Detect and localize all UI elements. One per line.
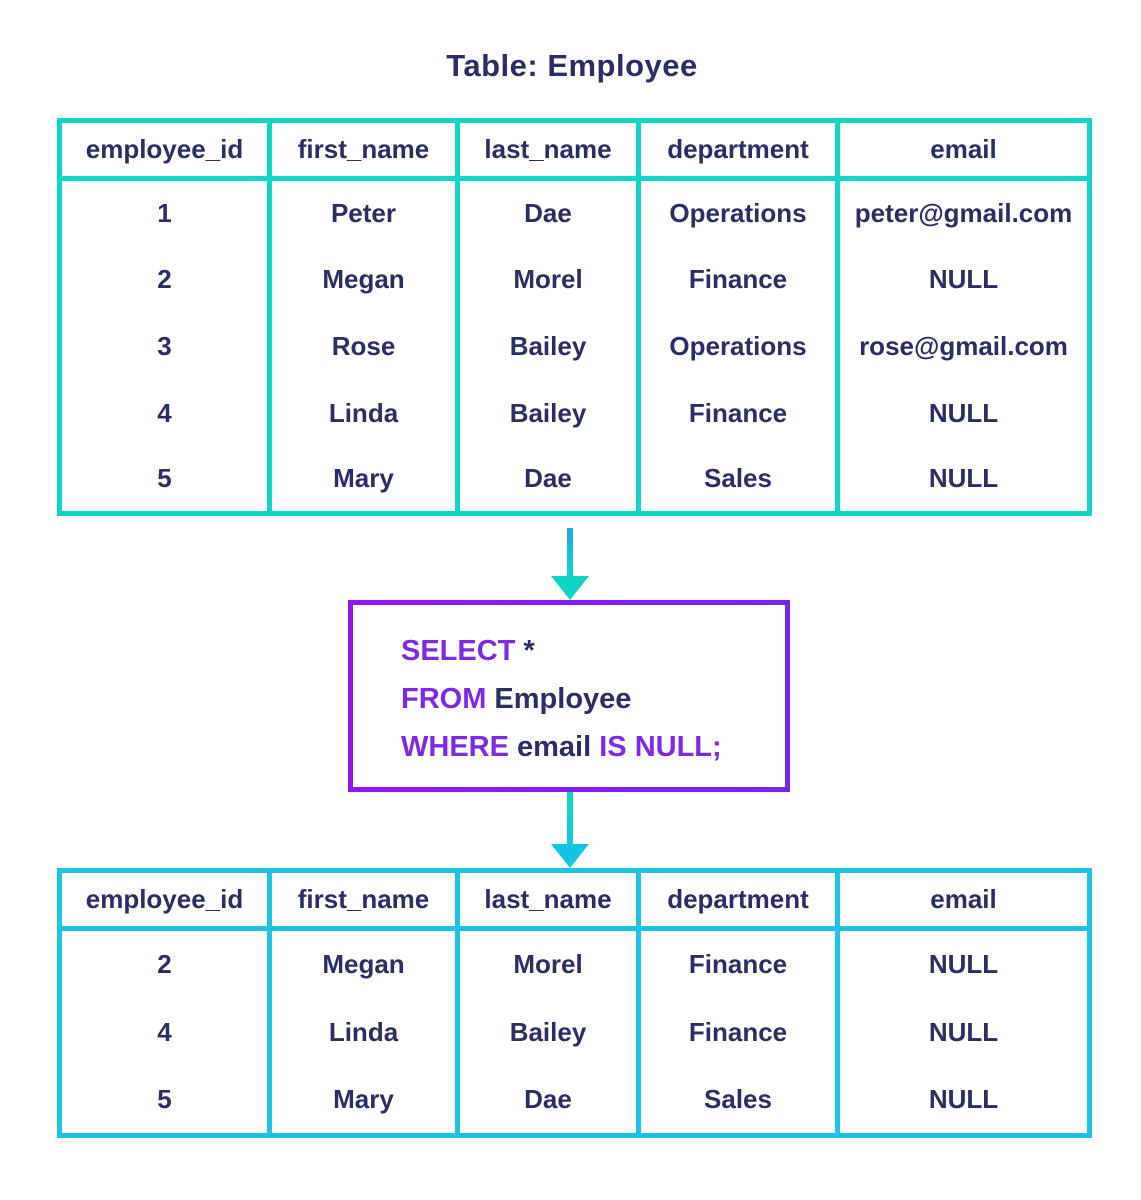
sql-keyword: SELECT xyxy=(401,635,516,667)
table-cell: Finance xyxy=(638,997,840,1067)
table-cell: Finance xyxy=(638,928,840,998)
table-cell: Linda xyxy=(269,379,460,447)
table-cell: Finance xyxy=(638,245,840,313)
table-cell: Bailey xyxy=(457,379,641,447)
table-cell: NULL xyxy=(928,948,999,979)
table-cell: 5 xyxy=(59,1066,272,1136)
sql-text: email xyxy=(508,731,600,763)
arrow-stem xyxy=(567,528,573,576)
table-row: 1 Peter Dae Operations peter@gmail.com xyxy=(59,178,1090,246)
column-header: employee_id xyxy=(59,870,272,931)
table-cell: 1 xyxy=(59,178,272,246)
arrow-head xyxy=(551,844,589,868)
table-cell: 4 xyxy=(59,379,272,447)
column-header: first_name xyxy=(269,870,460,931)
sql-keyword: WHERE xyxy=(401,731,509,763)
table-cell: Sales xyxy=(638,1066,840,1136)
table-cell: Megan xyxy=(269,928,460,998)
table-cell: Dae xyxy=(457,178,641,246)
column-header: email xyxy=(837,120,1090,181)
column-header: department xyxy=(638,870,840,931)
table-cell: Finance xyxy=(638,379,840,447)
sql-line: SELECT * xyxy=(401,627,785,675)
table-cell: Operations xyxy=(638,178,840,246)
down-arrow-icon xyxy=(551,528,589,600)
table-cell: Operations xyxy=(638,312,840,380)
sql-query-box: SELECT * FROM Employee WHERE email IS NU… xyxy=(348,600,790,792)
table-cell: Sales xyxy=(638,446,840,514)
employee-source-table: employee_id first_name last_name departm… xyxy=(57,118,1092,516)
table-cell: Megan xyxy=(269,245,460,313)
table-cell: NULL xyxy=(928,263,999,294)
column-header: last_name xyxy=(457,870,641,931)
table-cell: Dae xyxy=(457,1066,641,1136)
table-cell: Rose xyxy=(269,312,460,380)
arrow-stem xyxy=(567,792,573,844)
table-cell: Mary xyxy=(269,446,460,514)
table-row: 2 Megan Morel Finance NULL xyxy=(59,928,1090,998)
table-row: 3 Rose Bailey Operations rose@gmail.com xyxy=(59,312,1090,380)
table-cell: NULL xyxy=(928,1084,999,1115)
table-row: 2 Megan Morel Finance NULL xyxy=(59,245,1090,313)
sql-text: Employee xyxy=(486,683,632,715)
sql-line: FROM Employee xyxy=(401,675,785,723)
table-cell: 2 xyxy=(59,245,272,313)
table-cell: NULL xyxy=(928,463,999,494)
down-arrow-icon xyxy=(551,792,589,868)
table-cell: 5 xyxy=(59,446,272,514)
sql-line: WHERE email IS NULL; xyxy=(401,723,785,771)
table-cell: Mary xyxy=(269,1066,460,1136)
table-cell: Linda xyxy=(269,997,460,1067)
table-cell: Morel xyxy=(457,245,641,313)
sql-keyword: IS NULL; xyxy=(599,731,722,763)
table-cell: peter@gmail.com xyxy=(854,197,1073,228)
header-row: employee_id first_name last_name departm… xyxy=(59,870,1090,931)
table-cell: Bailey xyxy=(457,312,641,380)
column-header: first_name xyxy=(269,120,460,181)
table-row: 4 Linda Bailey Finance NULL xyxy=(59,379,1090,447)
column-header: department xyxy=(638,120,840,181)
sql-keyword: FROM xyxy=(401,683,487,715)
column-header: email xyxy=(837,870,1090,931)
table-cell: 2 xyxy=(59,928,272,998)
table-cell: Bailey xyxy=(457,997,641,1067)
column-header: last_name xyxy=(457,120,641,181)
table-cell: 3 xyxy=(59,312,272,380)
arrow-head xyxy=(551,576,589,600)
table-row: 5 Mary Dae Sales NULL xyxy=(59,1066,1090,1136)
diagram-title: Table: Employee xyxy=(446,48,698,83)
query-result-table: employee_id first_name last_name departm… xyxy=(57,868,1092,1138)
table-cell: Peter xyxy=(269,178,460,246)
header-row: employee_id first_name last_name departm… xyxy=(59,120,1090,181)
table-cell: 4 xyxy=(59,997,272,1067)
table-cell: rose@gmail.com xyxy=(859,330,1068,361)
column-header: employee_id xyxy=(59,120,272,181)
table-row: 4 Linda Bailey Finance NULL xyxy=(59,997,1090,1067)
table-cell: Morel xyxy=(457,928,641,998)
table-cell: NULL xyxy=(928,1016,999,1047)
sql-text: * xyxy=(515,635,535,667)
table-cell: Dae xyxy=(457,446,641,514)
table-cell: NULL xyxy=(928,397,999,428)
table-row: 5 Mary Dae Sales NULL xyxy=(59,446,1090,514)
